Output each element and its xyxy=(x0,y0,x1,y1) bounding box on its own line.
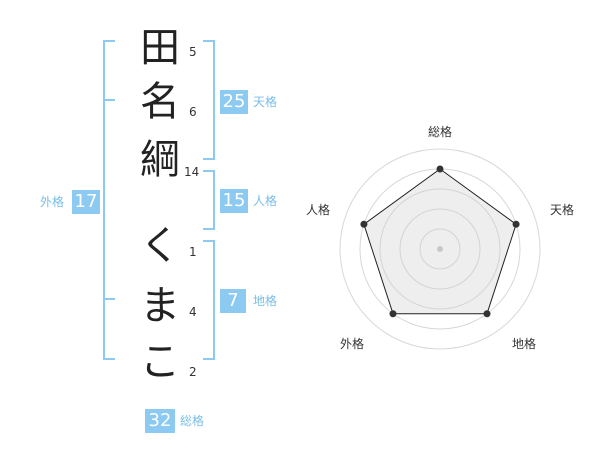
radar-rings xyxy=(339,148,541,350)
stroke-count-4: 1 xyxy=(189,245,197,259)
jinkaku-badge: 15 xyxy=(220,189,248,213)
gaikaku-label: 外格 xyxy=(40,195,65,209)
stroke-count-5: 4 xyxy=(189,305,197,319)
radar-center-dot xyxy=(437,246,443,252)
jinkaku-label: 人格 xyxy=(253,194,278,208)
radar-polygon xyxy=(363,168,517,315)
stroke-count-2: 6 xyxy=(189,105,197,119)
radar-axis-label-soukaku: 総格 xyxy=(428,125,453,139)
radar-axis-label-gaikaku: 外格 xyxy=(340,337,365,351)
radar-point-1 xyxy=(436,165,444,173)
gaikaku-bracket xyxy=(103,40,115,360)
gaikaku-badge: 17 xyxy=(72,190,100,214)
radar-ring-3 xyxy=(379,188,501,310)
radar-point-4 xyxy=(389,310,397,318)
name-char-4: く xyxy=(140,223,180,269)
tenkaku-bracket xyxy=(203,40,215,160)
soukaku-label: 総格 xyxy=(180,414,205,428)
name-char-6: こ xyxy=(140,339,180,385)
chikaku-bracket xyxy=(203,240,215,360)
name-char-5: ま xyxy=(140,283,180,329)
soukaku-badge: 32 xyxy=(145,409,175,433)
radar-axis-label-chikaku: 地格 xyxy=(512,337,537,351)
radar-ring-4 xyxy=(399,208,481,290)
radar-axis-label-tenkaku: 天格 xyxy=(550,203,575,217)
chikaku-label: 地格 xyxy=(253,294,278,308)
chikaku-badge: 7 xyxy=(220,289,246,313)
radar-point-2 xyxy=(512,220,520,228)
name-char-3: 綱 xyxy=(140,137,180,183)
radar-axis-label-jinkaku: 人格 xyxy=(306,203,331,217)
radar-point-5 xyxy=(360,220,368,228)
radar-ring-5 xyxy=(419,228,461,270)
tenkaku-label: 天格 xyxy=(253,95,278,109)
name-char-1: 田 xyxy=(140,25,180,71)
gaikaku-bracket-tick-bottom xyxy=(103,298,115,300)
jinkaku-bracket xyxy=(203,170,215,230)
stroke-count-1: 5 xyxy=(189,45,197,59)
radar-ring-1 xyxy=(339,148,541,350)
tenkaku-badge: 25 xyxy=(220,90,248,114)
name-char-2: 名 xyxy=(140,79,180,125)
stroke-count-3: 14 xyxy=(184,165,200,179)
gaikaku-bracket-tick-top xyxy=(103,99,115,101)
stroke-count-6: 2 xyxy=(189,365,197,379)
radar-points xyxy=(360,165,520,318)
radar-point-3 xyxy=(483,310,491,318)
